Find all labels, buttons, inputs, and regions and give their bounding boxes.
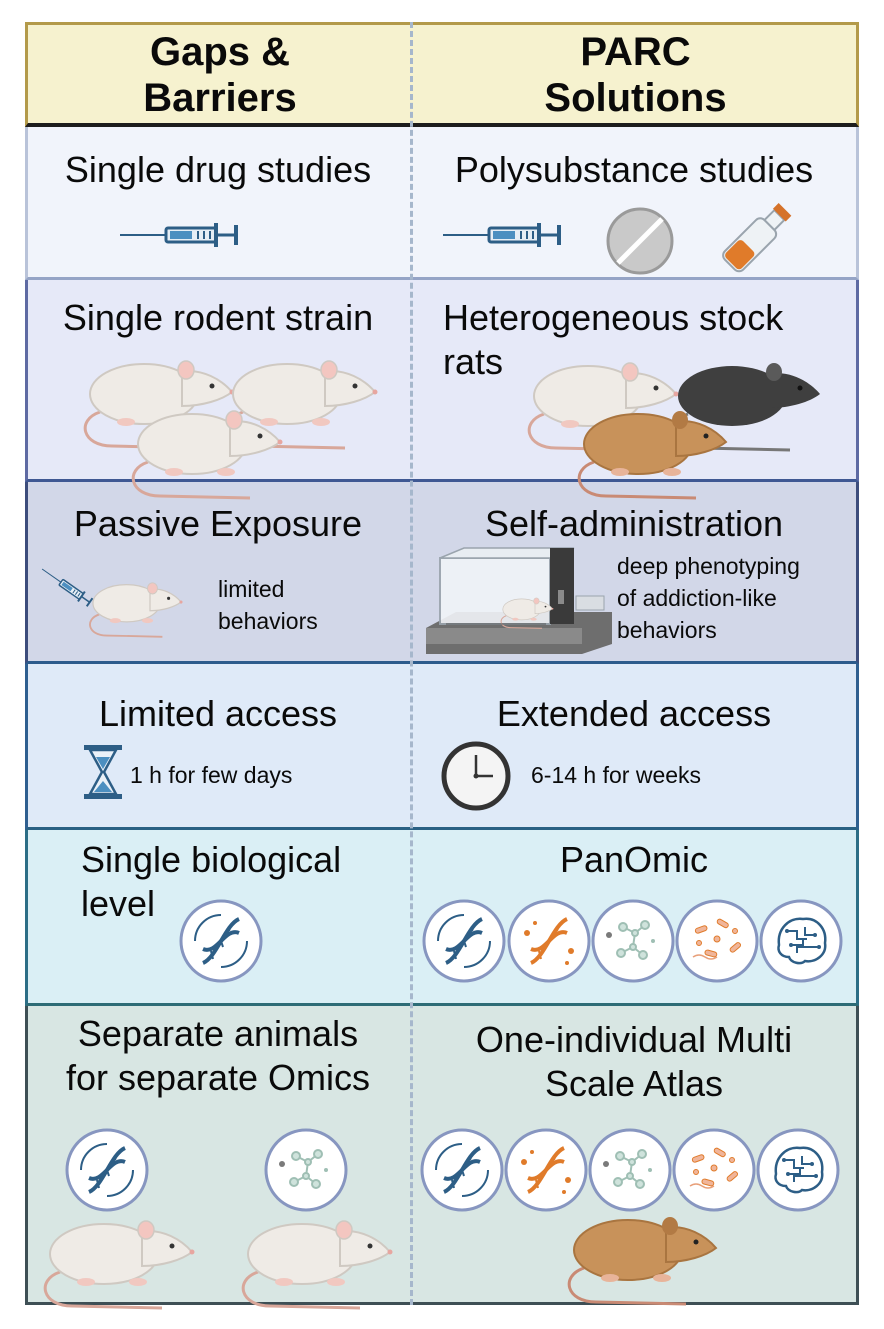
row-drug-studies [25,127,859,280]
rat-icon [567,1215,718,1306]
dna-icon [422,1130,504,1212]
row4-right-note: 6-14 h for weeks [531,762,702,788]
pill-icon [606,207,674,275]
row3-right-note: deep phenotyping of addiction-like behav… [617,553,800,643]
dna-icon [181,901,263,983]
rat-icon [43,1219,197,1310]
row6-left-title: Separate animals for separate Omics [65,1013,371,1098]
rat-icon [577,409,728,500]
dna-icon [424,901,506,983]
syringe-icon [118,221,238,249]
microbiome-icon [677,901,759,983]
row1-right-title: Polysubstance studies [454,149,814,190]
syringe-icon [441,221,561,249]
row1-left-title: Single drug studies [64,149,372,190]
table-header: Gaps & Barriers PARC Solutions [25,22,859,127]
rat-icon [89,581,184,638]
molecule-icon [593,901,675,983]
row3-right-title: Self-administration [484,503,784,544]
hourglass-icon [84,745,122,799]
operant-chamber-icon [426,547,612,654]
dna-icon [67,1130,149,1212]
header-gaps-barriers: Gaps & Barriers [143,30,297,120]
bottle-icon [722,203,792,273]
microbiome-icon [674,1130,756,1212]
row5-left-title: Single biological level [81,839,342,924]
row4-right-title: Extended access [496,693,772,734]
molecule-icon [266,1130,348,1212]
row-access [25,664,859,830]
dna-methylation-icon [506,1130,588,1212]
row2-left-title: Single rodent strain [62,297,374,338]
molecule-icon [590,1130,672,1212]
brain-circuit-icon [758,1130,840,1212]
row3-left-note: limited behaviors [218,576,318,634]
row2-right-title: Heterogeneous stock rats [443,297,784,382]
row5-right-title: PanOmic [559,839,709,880]
row4-left-note: 1 h for few days [130,762,293,788]
row4-left-title: Limited access [98,693,338,734]
rat-icon [131,409,284,500]
dna-methylation-icon [509,901,591,983]
clock-icon [441,741,511,811]
row6-right-title: One-individual Multi Scale Atlas [475,1019,793,1104]
column-divider [410,22,413,1305]
rat-icon [241,1219,394,1310]
row3-left-title: Passive Exposure [73,503,363,544]
brain-circuit-icon [761,901,843,983]
header-parc-solutions: PARC Solutions [544,30,727,120]
